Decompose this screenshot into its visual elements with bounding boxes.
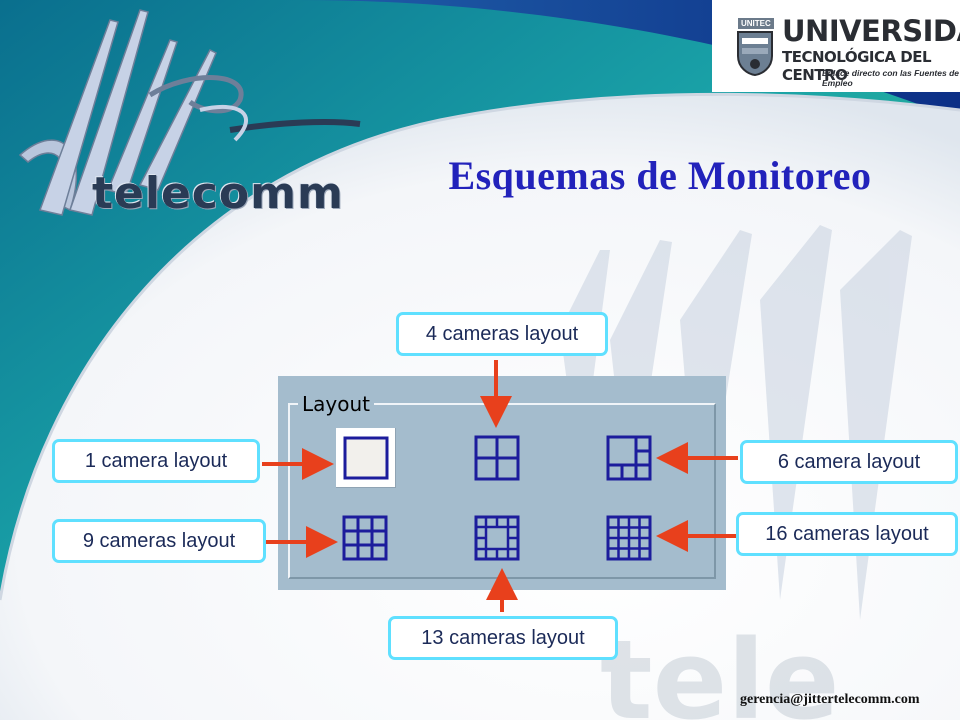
callout-4-cameras: 4 cameras layout [396, 312, 608, 356]
slide-title: Esquemas de Monitoreo [448, 153, 872, 198]
unitec-shield-logo-icon [737, 31, 773, 76]
layout-9-icon[interactable] [342, 515, 388, 561]
callout-16-cameras: 16 cameras layout [736, 512, 958, 556]
layout-4-icon[interactable] [474, 435, 520, 481]
layout-6-icon[interactable] [606, 435, 652, 481]
layout-1-icon[interactable] [343, 436, 389, 480]
watermark-telecomm: tele [600, 616, 840, 720]
callout-1-camera: 1 camera layout [52, 439, 260, 483]
layout-group-label: Layout [298, 392, 374, 416]
layout-16-icon[interactable] [606, 515, 652, 561]
callout-9-cameras: 9 cameras layout [52, 519, 266, 563]
university-subtitle: TECNOLÓGICA DEL CENTRO [782, 48, 932, 84]
callout-13-cameras: 13 cameras layout [388, 616, 618, 660]
svg-text:tele: tele [600, 616, 840, 720]
jitter-logo-strokes [18, 9, 361, 216]
jitter-telecomm-wordmark: telecomm [92, 168, 344, 219]
university-prefix: UNITEC [738, 18, 774, 29]
footer-email[interactable]: gerencia@jittertelecomm.com [740, 692, 920, 707]
university-tagline: Enlace directo con las Fuentes de Empleo [822, 68, 959, 88]
university-name: UNIVERSIDAD [782, 14, 960, 48]
layout-13-icon[interactable] [474, 515, 520, 561]
callout-6-cameras: 6 camera layout [740, 440, 958, 484]
